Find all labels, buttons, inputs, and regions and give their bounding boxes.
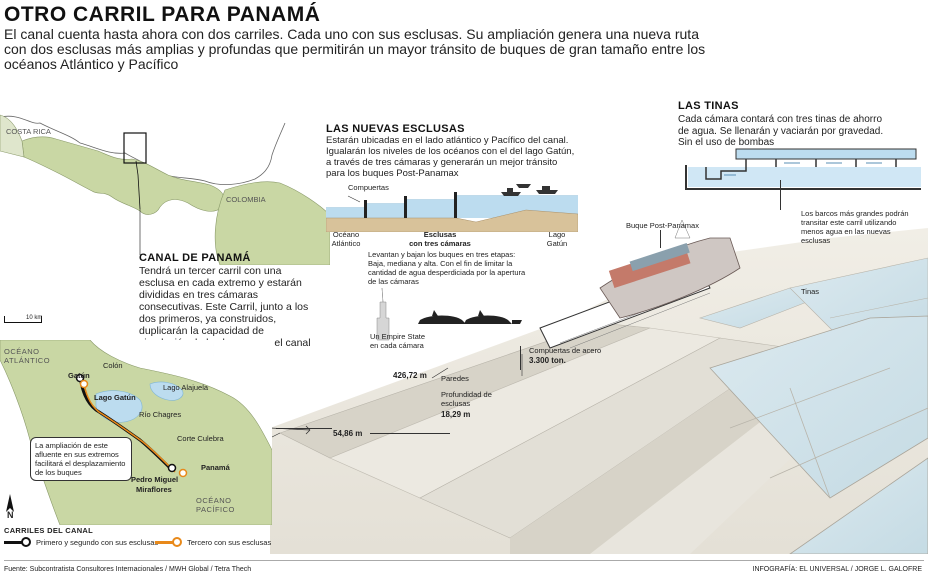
leader-ancho [276,428,332,429]
leader-barcos [780,180,781,210]
legend-marker-2 [172,537,182,547]
label-esclusas-sub: con tres cámaras [409,239,471,248]
empire-state-comparison [376,287,522,341]
label-colombia: COLOMBIA [226,195,266,204]
label-esclusas: Esclusas [423,230,457,239]
label-profundidad-valor: 18,29 m [441,410,471,419]
place-lago-alajuela: Lago Alajuela [163,383,209,392]
legend-swatch-2 [155,541,175,544]
leader-ancho-2 [370,433,450,434]
esclusas-niveles-text: Levantan y bajan los buques en tres etap… [368,250,526,286]
canal-route-map [0,340,272,525]
legend-swatch-1 [4,541,24,544]
panama-region-map [0,114,330,265]
label-lago-gatun-diagram: Lago Gatún [546,230,568,248]
label-buque: Buque Post-Panamax [626,221,699,230]
tinas-diagram [676,145,921,195]
footer-source: Fuente: Subcontratista Consultores Inter… [4,566,252,573]
place-corte-culebra: Corte Culebra [177,434,224,443]
leader-buque [660,230,661,248]
place-pedro-miguel: Pedro Miguel [131,475,179,484]
esclusas-profile-diagram [326,184,578,232]
legend-marker-1 [21,537,31,547]
esclusas-text: Estarán ubicadas en el lado atlántico y … [326,135,575,179]
legend-item-1: Primero y segundo con sus esclusas [36,538,159,547]
tinas-text: Cada cámara contará con tres tinas de ah… [678,114,884,148]
empire-state-label: Un Empire State en cada cámara [370,332,426,350]
tinas-title: LAS TINAS [678,100,739,112]
legend-title: CARRILES DEL CANAL [4,526,94,535]
place-lago-gatun: Lago Gatún [94,393,136,402]
label-largo: 426,72 m [393,371,427,380]
intro-text: El canal cuenta hasta ahora con dos carr… [4,26,706,72]
label-compuertas-peso: 3.300 ton. [529,356,566,365]
canal-zoom-box [123,132,147,164]
esclusas-title: LAS NUEVAS ESCLUSAS [326,123,465,135]
label-profundidad: Profundidad de esclusas [441,390,492,408]
scale-bar [4,316,42,323]
label-oceano-pacifico-map: OCÉANO PACÍFICO [196,496,235,514]
leader-compuertas [520,346,521,370]
label-oceano-atlantico-map: OCÉANO ATLÁNTICO [4,347,51,365]
page-title: OTRO CARRIL PARA PANAMÁ [4,3,321,26]
place-colon: Colón [103,361,123,370]
place-panama: Panamá [201,463,230,472]
label-ancho: 54,86 m [333,429,363,438]
label-oceano-atlantico-diagram: Océano Atlántico [331,230,361,248]
legend-item-2: Tercero con sus esclusas [187,538,272,547]
label-costa-rica: COSTA RICA [6,127,51,136]
place-gatun: Gatún [68,371,90,380]
label-compuertas-acero: Compuertas de acero [529,346,602,355]
map-callout: La ampliación de este afluente en sus ex… [30,437,132,481]
label-barcos: Los barcos más grandes podrán transitar … [801,209,909,245]
label-compuertas: Compuertas [348,183,389,192]
scale-label: 10 km [26,315,43,321]
label-tinas: Tinas [801,287,820,296]
canal-panama-title: CANAL DE PANAMÁ [139,252,251,264]
footer-credit: INFOGRAFÍA: EL UNIVERSAL / JORGE L. GALO… [752,566,922,573]
place-miraflores: Miraflores [136,485,172,494]
label-paredes: Paredes [441,374,469,383]
esclusas-illustration [270,219,928,554]
place-rio-chagres: Río Chagres [139,410,182,419]
north-label: N [7,510,14,520]
footer-divider [4,560,924,561]
